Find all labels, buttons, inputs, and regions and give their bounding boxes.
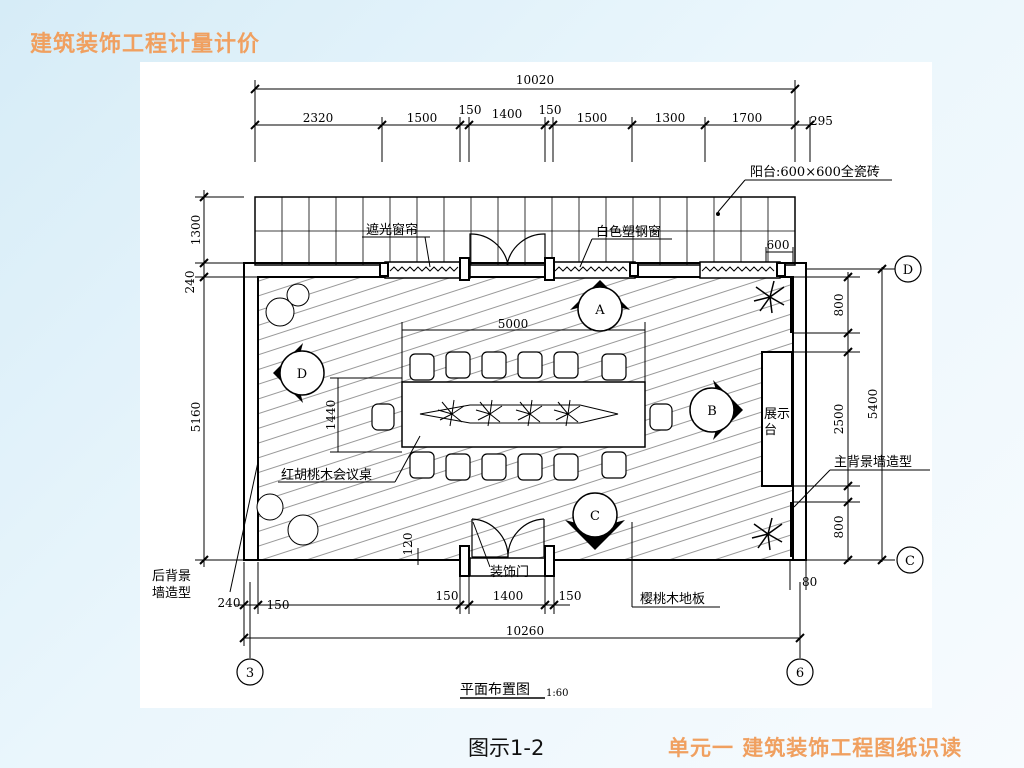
axis-6: 6: [786, 582, 814, 686]
svg-text:D: D: [297, 367, 307, 382]
display-label-2: 台: [764, 423, 777, 438]
svg-text:平面布置图: 平面布置图: [460, 682, 530, 698]
svg-text:1:60: 1:60: [546, 688, 568, 699]
dim-top-4: 1400: [492, 107, 523, 121]
window-frames: [379, 257, 786, 577]
svg-text:A: A: [594, 303, 605, 318]
dim-total-top: 10020: [516, 73, 554, 87]
plan-title: 平面布置图 1:60: [460, 682, 568, 699]
left-dimensions: [195, 190, 258, 567]
double-door-bottom: [471, 518, 545, 558]
dim-bottom-150a: 150: [267, 598, 290, 612]
dim-left-2: 240: [183, 271, 197, 294]
dim-top-8: 1700: [732, 111, 763, 125]
dim-left-1: 1300: [189, 215, 203, 246]
plants: [256, 280, 785, 551]
dim-right-600: 600: [767, 238, 790, 252]
dim-top-5: 150: [539, 103, 562, 117]
bottom-dimensions: [235, 548, 805, 646]
dim-left-3: 5160: [189, 402, 203, 433]
label-floor: 樱桃木地板: [640, 591, 705, 607]
dim-right-80: 80: [802, 575, 817, 589]
display-label-1: 展示: [764, 407, 790, 422]
dim-table-length: 5000: [498, 317, 529, 331]
svg-text:C: C: [590, 509, 600, 524]
figure-caption: 图示1-2: [468, 736, 545, 760]
view-mark-C: C: [565, 492, 625, 550]
label-back-wall-1: 后背景: [152, 569, 191, 584]
conference-table: [401, 381, 646, 448]
dim-right-800a: 800: [832, 294, 846, 317]
curtain-zigzag: [389, 266, 775, 272]
label-door: 装饰门: [490, 565, 529, 580]
label-blackout-curtain: 遮光窗帘: [366, 222, 418, 238]
dim-top-1: 2320: [303, 111, 334, 125]
label-balcony: 阳台:600×600全瓷砖: [750, 164, 880, 180]
dim-top-6: 1500: [577, 111, 608, 125]
dim-top-3: 150: [459, 103, 482, 117]
dim-top-9: 295: [810, 114, 833, 128]
main-wall-strip-top: [790, 278, 794, 333]
chairs: [371, 351, 673, 481]
dim-bottom-1400: 1400: [493, 589, 524, 603]
dim-right-800b: 800: [832, 516, 846, 539]
label-back-wall-2: 墙造型: [152, 586, 191, 601]
axis-D: D: [894, 255, 922, 283]
dim-bottom-150c: 150: [559, 589, 582, 603]
main-wall-strip-bottom: [790, 502, 794, 557]
dim-bottom-total: 10260: [506, 624, 544, 638]
svg-text:B: B: [707, 404, 717, 419]
floor-plan-drawing: 10020 2320 1500 150 1400 150 1500 1300 1…: [140, 62, 932, 708]
label-table: 红胡桃木会议桌: [281, 467, 372, 483]
slide-title: 建筑装饰工程计量计价: [30, 32, 261, 57]
dim-top-7: 1300: [655, 111, 686, 125]
display-stand: [761, 351, 793, 487]
view-mark-D: D: [273, 343, 325, 403]
unit-footer: 单元一 建筑装饰工程图纸识读: [668, 736, 963, 760]
dim-top-2: 1500: [407, 111, 438, 125]
top-dimensions: [250, 80, 815, 162]
floor-plan-svg: 10020 2320 1500 150 1400 150 1500 1300 1…: [152, 73, 930, 699]
balcony-tiles: [254, 196, 796, 266]
svg-text:D: D: [903, 263, 913, 278]
right-dimensions: [765, 247, 895, 590]
view-mark-B: B: [689, 380, 743, 440]
dim-table-width: 1440: [324, 400, 338, 431]
wall-openings: [384, 261, 781, 577]
label-main-wall: 主背景墙造型: [834, 455, 912, 470]
dim-right-5400: 5400: [866, 389, 880, 420]
dim-bottom-240: 240: [218, 596, 241, 610]
double-door-top: [469, 233, 546, 266]
label-white-window: 白色塑钢窗: [596, 224, 661, 240]
dim-right-2500: 2500: [832, 404, 846, 435]
axis-C: C: [896, 546, 924, 574]
dim-bottom-120: 120: [401, 533, 415, 556]
svg-text:6: 6: [796, 666, 804, 681]
leader-lines: [229, 179, 930, 608]
axis-3: 3: [236, 582, 264, 686]
svg-text:C: C: [905, 554, 915, 569]
dim-bottom-150b: 150: [436, 589, 459, 603]
svg-text:3: 3: [246, 666, 254, 681]
view-mark-A: A: [570, 280, 630, 332]
